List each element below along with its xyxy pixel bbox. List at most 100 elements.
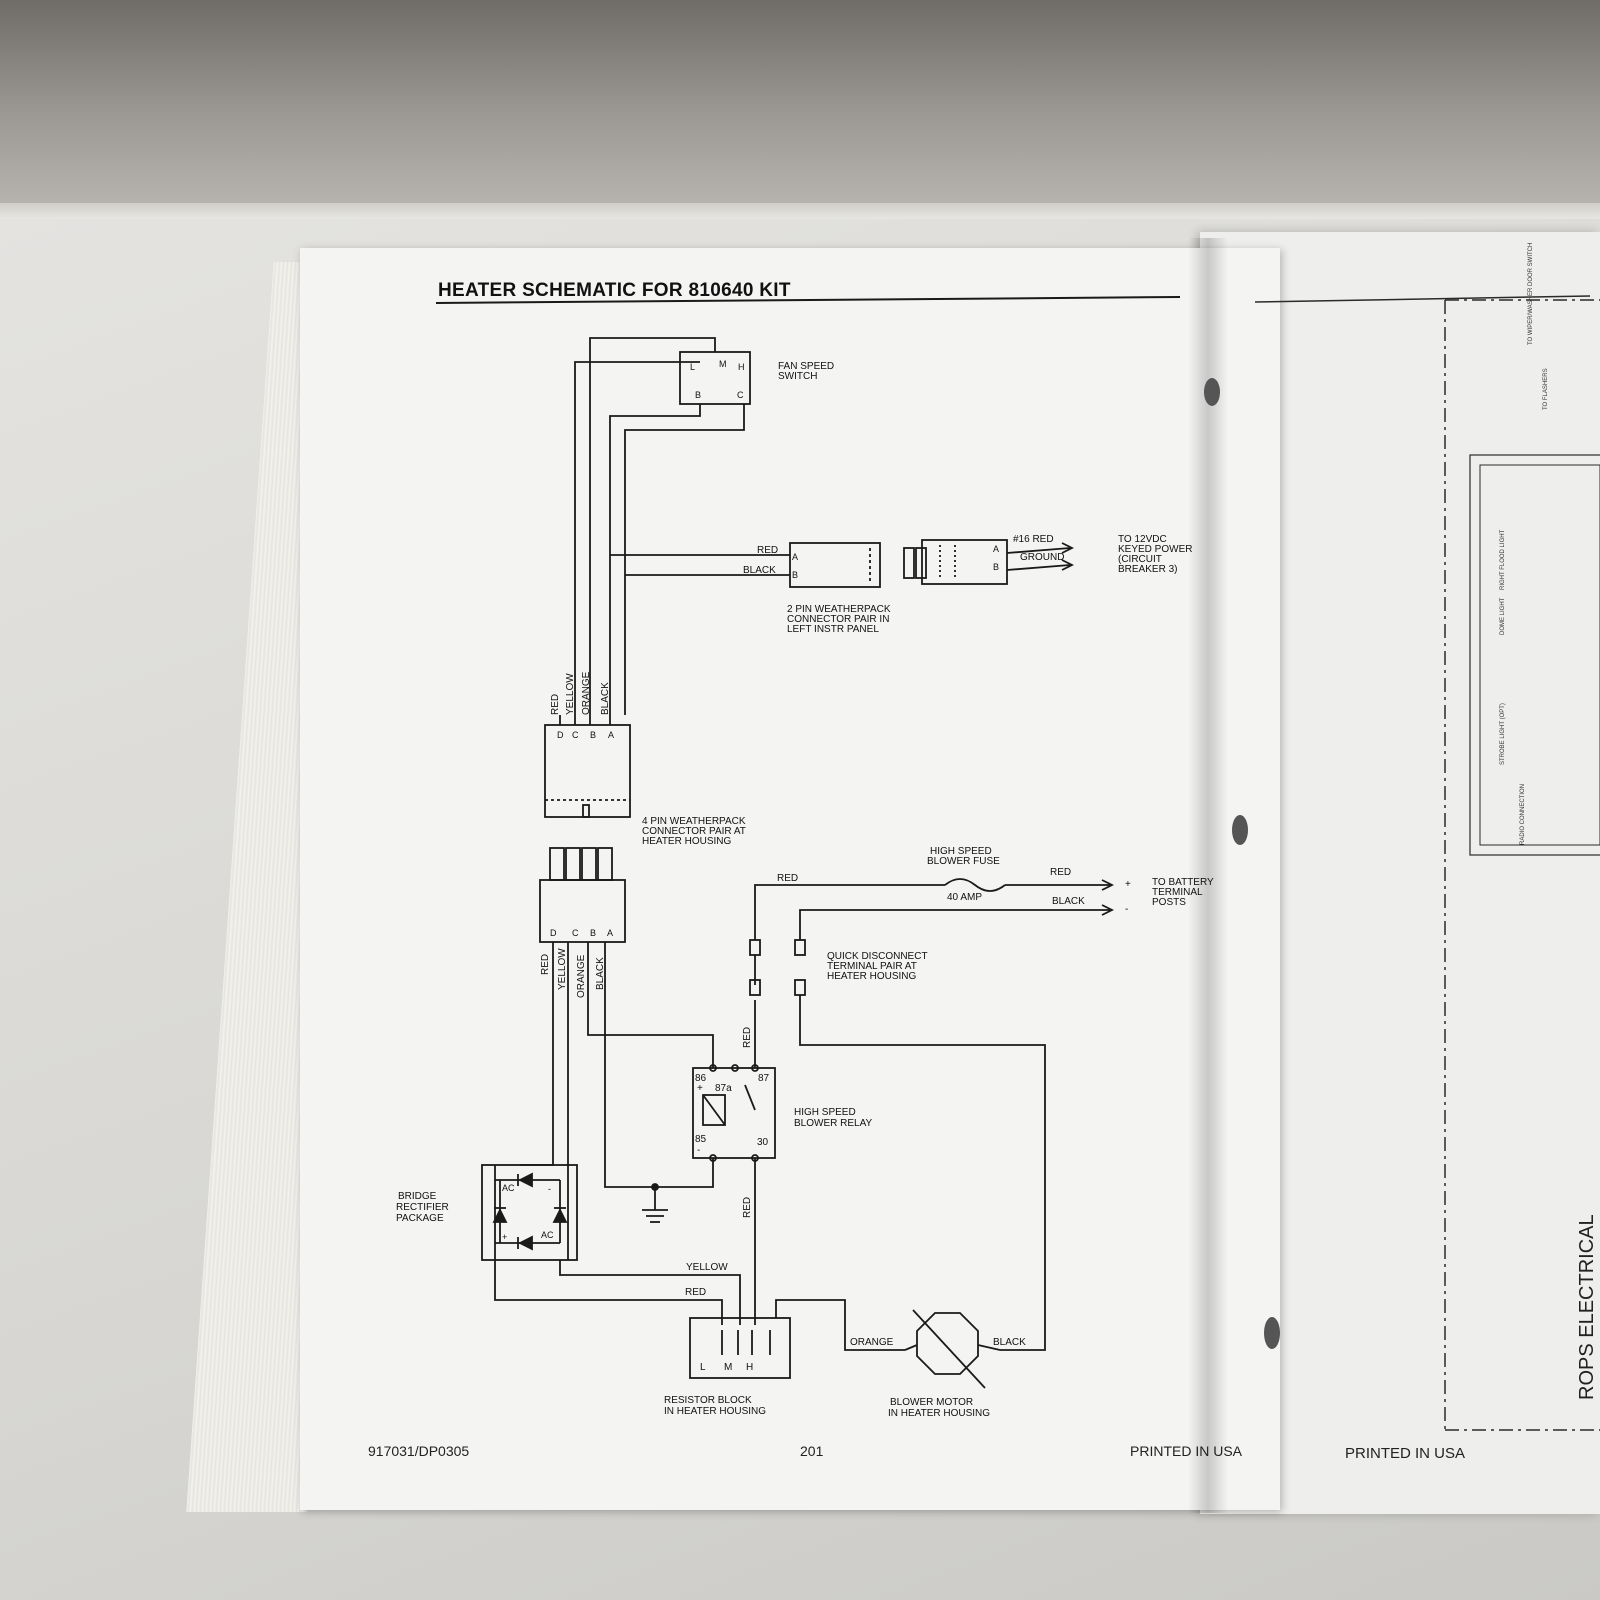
mate-pin-b: B — [993, 562, 1000, 572]
mate-pin-a: A — [993, 544, 1000, 554]
power-dest-4: BREAKER 3) — [1118, 564, 1178, 575]
upper-wire-yellow: YELLOW — [565, 673, 576, 715]
lower-wire-yellow: YELLOW — [557, 948, 568, 990]
switch-pin-h: H — [738, 362, 745, 372]
lower-pin-a: A — [607, 928, 614, 938]
quick-disconnect-label-3: HEATER HOUSING — [827, 971, 917, 982]
rectifier-label-3: PACKAGE — [396, 1213, 444, 1224]
switch-pin-b: B — [695, 390, 702, 400]
battery-wire-red-right: RED — [1050, 867, 1072, 878]
rectifier-label-1: BRIDGE — [398, 1191, 437, 1202]
battery-dest-1: TO BATTERY — [1152, 877, 1214, 888]
right-label-dome: DOME LIGHT — [1500, 597, 1506, 635]
fuse-label-2: BLOWER FUSE — [927, 856, 1000, 867]
upper-pin-c: C — [572, 730, 579, 740]
power-connector-label-3: LEFT INSTR PANEL — [787, 624, 879, 635]
upper-pin-b: B — [590, 730, 597, 740]
lower-pin-d: D — [550, 928, 557, 938]
upper-pin-a: A — [608, 730, 615, 740]
battery-wire-black: BLACK — [1052, 896, 1085, 907]
lower-wire-red: RED — [540, 953, 551, 975]
right-page-title: ROPS ELECTRICAL — [1576, 1214, 1598, 1400]
power-out-ground: GROUND — [1020, 552, 1065, 563]
power-connector-label-2: CONNECTOR PAIR IN — [787, 614, 890, 625]
quick-disconnect-label-2: TERMINAL PAIR AT — [827, 961, 917, 972]
relay-pin-86: 86 — [695, 1073, 707, 1084]
rectifier-label-2: RECTIFIER — [396, 1202, 449, 1213]
right-label-wiper: TO WIPER/WASHER DOOR SWITCH — [1528, 242, 1534, 345]
lower-wire-orange: ORANGE — [576, 954, 587, 998]
upper-pin-d: D — [557, 730, 564, 740]
battery-minus: - — [1125, 904, 1129, 915]
shelf-edge — [0, 203, 1600, 219]
fan-switch-label-1: FAN SPEED — [778, 361, 835, 372]
power-pin-a: A — [792, 552, 799, 562]
lower-pin-c: C — [572, 928, 579, 938]
right-label-strobe: STROBE LIGHT (OPT) — [1500, 703, 1506, 765]
rectifier-ac-1: AC — [502, 1183, 515, 1193]
relay-label-2: BLOWER RELAY — [794, 1118, 873, 1129]
relay-plus: + — [697, 1083, 703, 1094]
relay-label-1: HIGH SPEED — [794, 1107, 856, 1118]
right-label-flood: RIGHT FLOOD LIGHT — [1500, 529, 1506, 590]
right-label-radio: RADIO CONNECTION — [1520, 783, 1526, 845]
relay-pin-87a: 87a — [715, 1083, 732, 1094]
resistor-wire-red: RED — [685, 1287, 707, 1298]
disconnect-wire-red: RED — [742, 1026, 753, 1048]
book-gutter — [1188, 238, 1228, 1513]
power-wire-black: BLACK — [743, 565, 776, 576]
rectifier-minus: - — [548, 1184, 551, 1194]
power-pin-b: B — [792, 570, 799, 580]
upper-wire-orange: ORANGE — [581, 671, 592, 715]
resistor-label-1: RESISTOR BLOCK — [664, 1395, 752, 1406]
resistor-wire-yellow: YELLOW — [686, 1262, 728, 1273]
lower-pin-b: B — [590, 928, 597, 938]
power-out-red: #16 RED — [1013, 534, 1054, 545]
housing-connector-label-1: 4 PIN WEATHERPACK — [642, 816, 746, 827]
doc-number: 917031/DP0305 — [368, 1443, 470, 1459]
page-title: HEATER SCHEMATIC FOR 810640 KIT — [438, 280, 791, 301]
housing-connector-label-3: HEATER HOUSING — [642, 836, 732, 847]
battery-wire-red-left: RED — [777, 873, 799, 884]
battery-plus: + — [1125, 879, 1131, 890]
lower-wire-black: BLACK — [595, 957, 606, 990]
power-wire-red: RED — [757, 545, 779, 556]
switch-pin-l: L — [690, 362, 696, 372]
resistor-pin-m: M — [724, 1362, 733, 1373]
right-page-footer: PRINTED IN USA — [1345, 1445, 1466, 1462]
relay-pin-30: 30 — [757, 1137, 769, 1148]
resistor-pin-h: H — [746, 1362, 754, 1373]
relay-minus: - — [697, 1145, 701, 1156]
fuse-amperage: 40 AMP — [947, 892, 983, 903]
page-number: 201 — [800, 1443, 824, 1459]
ceiling — [0, 0, 1600, 215]
relay-pin-87: 87 — [758, 1073, 770, 1084]
power-dest-3: (CIRCUIT — [1118, 554, 1162, 565]
housing-connector-label-2: CONNECTOR PAIR AT — [642, 826, 746, 837]
switch-pin-m: M — [719, 359, 727, 369]
relay-wire-red: RED — [742, 1196, 753, 1218]
resistor-pin-l: L — [700, 1362, 706, 1373]
upper-wire-black: BLACK — [600, 682, 611, 715]
fan-switch-label-2: SWITCH — [778, 371, 818, 382]
resistor-label-2: IN HEATER HOUSING — [664, 1406, 767, 1417]
relay-pin-85: 85 — [695, 1134, 707, 1145]
quick-disconnect-label-1: QUICK DISCONNECT — [827, 951, 928, 962]
power-dest-1: TO 12VDC — [1118, 534, 1167, 545]
motor-label-1: BLOWER MOTOR — [890, 1397, 974, 1408]
battery-dest-2: TERMINAL — [1152, 887, 1203, 898]
rectifier-plus: + — [502, 1232, 508, 1242]
right-label-flashers: TO FLASHERS — [1543, 368, 1549, 410]
rectifier-ac-2: AC — [541, 1230, 554, 1240]
upper-wire-red: RED — [550, 693, 561, 715]
power-dest-2: KEYED POWER — [1118, 544, 1193, 555]
battery-dest-3: POSTS — [1152, 897, 1186, 908]
motor-label-2: IN HEATER HOUSING — [888, 1408, 991, 1419]
fuse-label-1: HIGH SPEED — [930, 846, 992, 857]
motor-wire-orange: ORANGE — [850, 1337, 894, 1348]
printed-label: PRINTED IN USA — [1130, 1443, 1243, 1459]
power-connector-label-1: 2 PIN WEATHERPACK — [787, 604, 891, 615]
switch-pin-c: C — [737, 390, 744, 400]
motor-wire-black: BLACK — [993, 1337, 1026, 1348]
